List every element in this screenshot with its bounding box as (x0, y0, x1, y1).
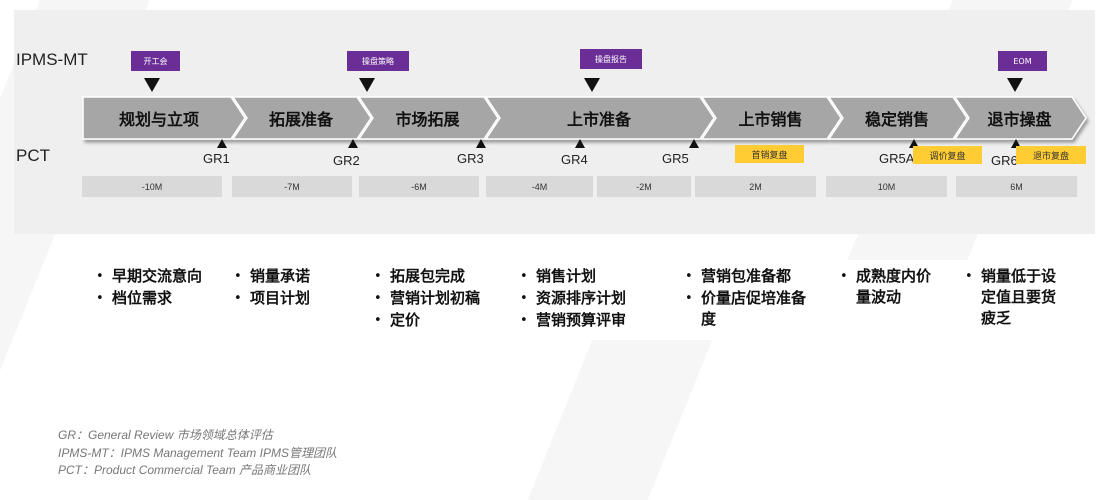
gate-marker-gr4 (575, 139, 585, 148)
activity-list-exit: 销量低于设定值且要货疲乏 (957, 266, 1065, 330)
duration-box: -4M (486, 176, 593, 197)
duration-box: 2M (695, 176, 816, 197)
duration-box: -6M (359, 176, 479, 197)
gate-label-gr1: GR1 (203, 151, 230, 166)
phase-label-market-expansion: 市场拓展 (395, 110, 460, 129)
gate-label-gr6: GR6 (991, 153, 1018, 168)
activity-item: 营销预算评审 (512, 310, 672, 331)
phase-label-launch-sales: 上市销售 (738, 110, 803, 129)
gate-label-gr3: GR3 (457, 151, 484, 166)
activity-list-market-expansion: 拓展包完成 营销计划初稿 定价 (366, 266, 492, 332)
activity-list-launch-sales: 营销包准备都 价量店促培准备度 (677, 266, 817, 331)
duration-box: -7M (232, 176, 352, 197)
duration-box: 6M (956, 176, 1077, 197)
phase-label-stable-sales: 稳定销售 (864, 110, 929, 129)
gate-label-gr5: GR5 (662, 151, 689, 166)
activity-item: 拓展包完成 (366, 266, 492, 287)
gate-marker-gr6 (1011, 139, 1021, 148)
footnote-pct: PCT：Product Commercial Team 产品商业团队 (58, 463, 311, 477)
activity-item: 成熟度内价量波动 (832, 266, 940, 308)
gate-marker-gr5a (909, 139, 919, 148)
activity-list-launch-prep: 销售计划 资源排序计划 营销预算评审 (512, 266, 672, 332)
activity-item: 价量店促培准备度 (677, 288, 817, 330)
activity-item: 销量承诺 (226, 266, 346, 287)
activity-item: 项目计划 (226, 288, 346, 309)
phase-chevron-1 (82, 96, 246, 140)
row-label-pct: PCT (16, 146, 50, 165)
activity-item: 早期交流意向 (88, 266, 216, 287)
activity-item: 营销计划初稿 (366, 288, 492, 309)
activity-item: 定价 (366, 310, 492, 331)
gate-marker-gr5 (689, 139, 699, 148)
phase-label-expansion-prep: 拓展准备 (268, 110, 333, 129)
activity-item: 销售计划 (512, 266, 672, 287)
phase-label-launch-prep: 上市准备 (566, 110, 631, 129)
gate-marker-gr2 (348, 139, 358, 148)
activity-list-planning: 早期交流意向 档位需求 (88, 266, 216, 310)
activity-item: 档位需求 (88, 288, 216, 309)
activity-list-expansion-prep: 销量承诺 项目计划 (226, 266, 346, 310)
phase-label-planning: 规划与立项 (118, 110, 199, 129)
meeting-marker-strategy (359, 78, 375, 92)
duration-box: -2M (597, 176, 691, 197)
meeting-tag-eom: EOM (998, 51, 1047, 71)
meeting-tag-kickoff: 开工会 (131, 51, 180, 71)
gate-label-gr4: GR4 (561, 152, 588, 167)
footnote-gr: GR：General Review 市场领域总体评估 (58, 428, 273, 442)
review-tag-price-adjust: 调价复盘 (913, 146, 982, 164)
gate-marker-gr1 (217, 139, 227, 148)
phase-chevron-5 (700, 96, 842, 140)
review-tag-first-sales: 首销复盘 (735, 145, 804, 163)
row-label-ipms-mt: IPMS-MT (16, 50, 88, 69)
footnote-ipms-mt: IPMS-MT：IPMS Management Team IPMS管理团队 (58, 446, 337, 460)
activity-list-stable-sales: 成熟度内价量波动 (832, 266, 940, 309)
phase-label-exit: 退市操盘 (987, 110, 1052, 129)
duration-box: -10M (82, 176, 222, 197)
duration-box: 10M (826, 176, 947, 197)
activity-item: 资源排序计划 (512, 288, 672, 309)
meeting-marker-eom (1007, 78, 1023, 92)
gate-label-gr2: GR2 (333, 153, 360, 168)
meeting-tag-strategy: 操盘策略 (347, 51, 409, 71)
phase-chevron-4 (484, 96, 715, 140)
gate-marker-gr3 (476, 139, 486, 148)
meeting-tag-report: 操盘报告 (580, 49, 642, 69)
activity-item: 销量低于设定值且要货疲乏 (957, 266, 1065, 329)
activity-item: 营销包准备都 (677, 266, 817, 287)
meeting-marker-kickoff (144, 78, 160, 92)
gate-label-gr5a: GR5A (879, 151, 915, 166)
phase-chevron-7 (953, 96, 1087, 140)
review-tag-exit: 退市复盘 (1016, 146, 1086, 164)
phase-chevron-6 (827, 96, 968, 140)
meeting-marker-report (584, 78, 600, 92)
